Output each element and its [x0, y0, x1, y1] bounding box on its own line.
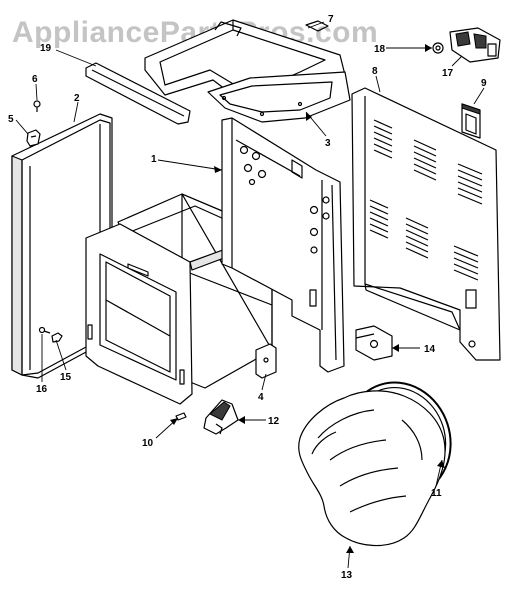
part-19-top-trim[interactable] — [85, 62, 191, 125]
callout-16: 16 — [36, 384, 48, 395]
callout-1: 1 — [151, 154, 157, 165]
callout-labels: 7 19 6 2 5 1 3 8 9 18 17 14 4 12 10 16 1… — [8, 14, 487, 581]
callout-8: 8 — [372, 66, 378, 77]
part-18-knob[interactable] — [432, 42, 444, 54]
callout-13: 13 — [341, 570, 353, 581]
callout-17: 17 — [442, 68, 454, 79]
callout-18: 18 — [374, 44, 386, 55]
callout-10: 10 — [142, 438, 154, 449]
callout-9: 9 — [481, 78, 487, 89]
part-4-bracket[interactable] — [255, 343, 277, 379]
callout-5: 5 — [8, 114, 14, 125]
callout-14: 14 — [424, 344, 436, 355]
part-14-bracket[interactable] — [355, 325, 393, 361]
callout-19: 19 — [40, 43, 52, 54]
part-13-insulation-blanket[interactable] — [298, 390, 446, 547]
part-8-back-panel[interactable] — [351, 87, 501, 361]
part-15-clip[interactable] — [51, 332, 63, 343]
callout-15: 15 — [60, 372, 72, 383]
callout-3: 3 — [325, 138, 331, 149]
callout-12: 12 — [268, 416, 280, 427]
callout-7: 7 — [328, 14, 334, 25]
part-17-connector[interactable] — [449, 27, 501, 63]
part-9-cover-plate[interactable] — [461, 103, 481, 139]
callout-4: 4 — [258, 392, 264, 403]
part-12-latch[interactable] — [203, 399, 239, 435]
callout-2: 2 — [74, 93, 80, 104]
part-5-clip[interactable] — [26, 129, 41, 147]
callout-6: 6 — [32, 74, 38, 85]
part-1-side-panel[interactable] — [221, 117, 345, 373]
part-3-insulation-panel[interactable] — [207, 71, 351, 123]
part-6-screw[interactable] — [33, 100, 41, 112]
callout-11: 11 — [431, 488, 442, 499]
vent-slots — [369, 119, 483, 281]
part-16-screw[interactable] — [38, 326, 51, 334]
leader-lines — [15, 21, 485, 569]
